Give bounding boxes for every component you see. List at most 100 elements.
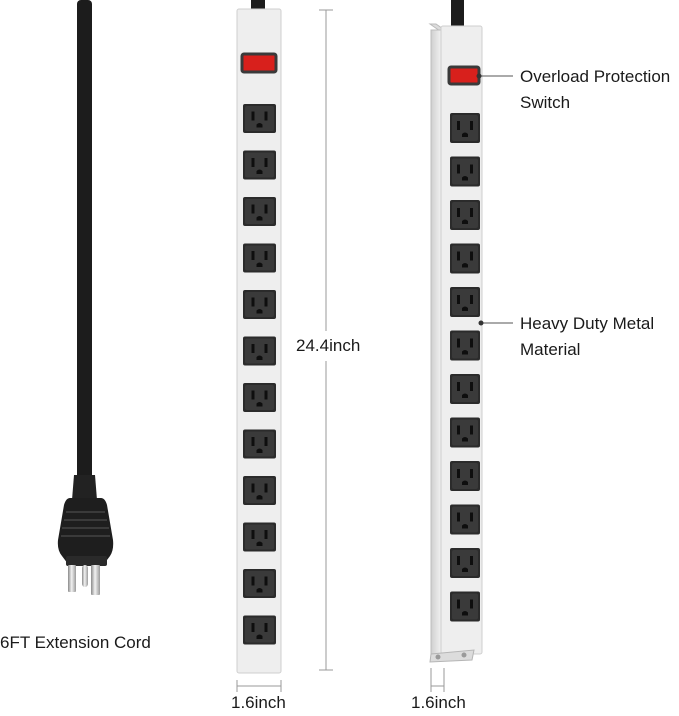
outlet-slot <box>457 382 460 391</box>
material-leader-dot <box>478 320 484 326</box>
outlet-ground-hole <box>462 393 468 398</box>
side-power-strip <box>428 0 483 663</box>
front-outlet-2 <box>243 150 276 180</box>
outlet-ground-hole <box>256 448 263 453</box>
extension-cord <box>57 0 114 595</box>
front-outlet-11 <box>243 569 276 598</box>
outlet-slot <box>470 425 473 435</box>
front-power-strip <box>236 0 282 674</box>
height-label: 24.4inch <box>296 331 361 361</box>
outlet-ground-hole <box>256 541 263 546</box>
front-width-dimension <box>236 680 282 692</box>
outlet-ground-hole <box>256 262 263 267</box>
side-outlet-3 <box>450 200 480 230</box>
outlet-slot <box>251 483 255 493</box>
outlet-ground-hole <box>256 495 263 500</box>
outlet-slot <box>457 425 460 435</box>
plug-prong-right <box>91 565 100 595</box>
outlet-ground-hole <box>256 634 263 639</box>
switch-callout-label: Overload Protection Switch <box>520 64 670 116</box>
front-outlet-9 <box>243 476 276 505</box>
outlet-ground-hole <box>256 123 263 128</box>
front-outlet-3 <box>243 197 276 226</box>
outlet-ground-hole <box>462 611 468 616</box>
front-outlet-10 <box>243 522 276 552</box>
outlet-ground-hole <box>462 132 468 137</box>
outlet-slot <box>457 208 460 217</box>
plug-ground-pin <box>82 565 88 587</box>
cord-length-label: 6FT Extension Cord <box>0 633 151 652</box>
outlet-slot <box>470 382 473 391</box>
outlet-slot <box>470 556 473 565</box>
outlet-ground-hole <box>256 216 263 221</box>
outlet-slot <box>264 483 268 493</box>
front-outlet-6 <box>243 336 276 366</box>
outlet-ground-hole <box>256 169 263 174</box>
outlet-ground-hole <box>256 355 263 360</box>
side-strip-edge <box>430 29 443 657</box>
material-callout-line2: Material <box>520 340 581 359</box>
front-outlet-5 <box>243 290 276 319</box>
side-outlet-group <box>450 113 480 622</box>
front-outlet-group <box>243 104 276 645</box>
outlet-slot <box>457 512 460 522</box>
outlet-slot <box>457 121 460 130</box>
plug-grip-ridges <box>61 511 110 537</box>
outlet-slot <box>264 623 268 632</box>
outlet-slot <box>251 297 255 307</box>
outlet-slot <box>457 469 460 478</box>
outlet-slot <box>470 295 473 304</box>
side-outlet-12 <box>450 591 480 622</box>
outlet-slot <box>251 344 255 353</box>
outlet-ground-hole <box>462 437 468 442</box>
outlet-slot <box>251 204 255 214</box>
side-outlet-9 <box>450 461 480 491</box>
side-outlet-2 <box>450 156 480 187</box>
outlet-slot <box>264 530 268 539</box>
switch-callout-line1: Overload Protection <box>520 67 671 86</box>
outlet-slot <box>457 251 460 261</box>
outlet-ground-hole <box>462 524 468 529</box>
outlet-slot <box>470 512 473 522</box>
outlet-slot <box>470 338 473 348</box>
outlet-ground-hole <box>256 402 263 407</box>
outlet-slot <box>264 111 268 121</box>
outlet-slot <box>264 297 268 307</box>
side-outlet-4 <box>450 243 480 274</box>
outlet-ground-hole <box>462 567 468 572</box>
outlet-slot <box>264 576 268 586</box>
outlet-slot <box>264 158 268 167</box>
mounting-hole-icon <box>461 652 467 658</box>
outlet-slot <box>470 121 473 130</box>
outlet-slot <box>457 164 460 174</box>
outlet-slot <box>251 251 255 260</box>
material-callout-label: Heavy Duty Metal Material <box>520 311 654 363</box>
outlet-slot <box>470 208 473 217</box>
callout-leaders <box>476 73 513 326</box>
side-outlet-5 <box>450 287 480 317</box>
outlet-slot <box>251 437 255 446</box>
side-outlet-10 <box>450 504 480 535</box>
outlet-slot <box>264 390 268 400</box>
outlet-ground-hole <box>462 480 468 485</box>
outlet-slot <box>251 530 255 539</box>
outlet-slot <box>251 576 255 586</box>
outlet-slot <box>264 437 268 446</box>
outlet-slot <box>251 158 255 167</box>
outlet-slot <box>470 469 473 478</box>
switch-callout-line2: Switch <box>520 93 571 112</box>
plug-body <box>57 498 114 564</box>
side-width-label: 1.6inch <box>411 693 466 712</box>
side-outlet-1 <box>450 113 480 143</box>
outlet-slot <box>264 251 268 260</box>
side-outlet-7 <box>450 374 480 404</box>
cord-cable <box>77 0 92 485</box>
cord-strain-relief <box>72 475 97 500</box>
outlet-slot <box>251 390 255 400</box>
side-power-switch <box>447 65 481 86</box>
side-width-dimension <box>430 668 445 692</box>
outlet-slot <box>264 204 268 214</box>
side-outlet-6 <box>450 330 480 361</box>
outlet-slot <box>470 164 473 174</box>
